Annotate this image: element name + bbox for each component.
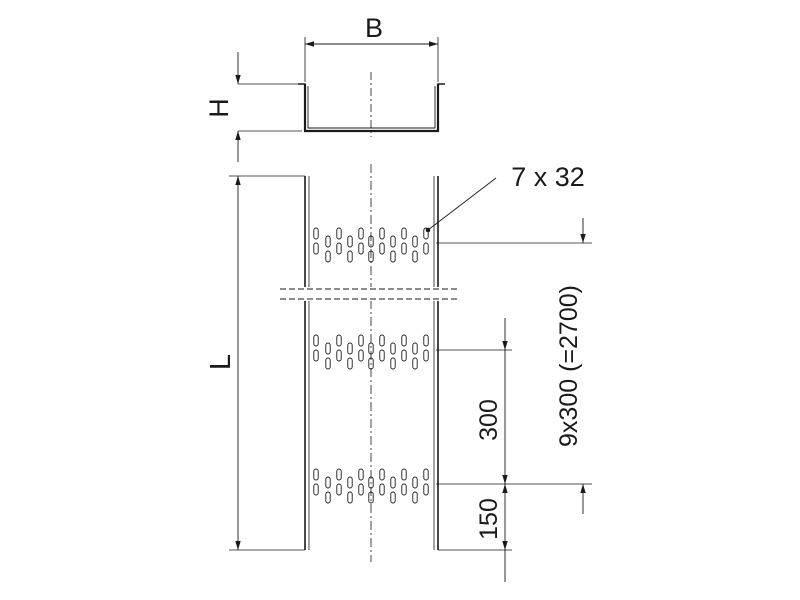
tray-profile bbox=[305, 84, 438, 131]
perforation-slot bbox=[348, 477, 352, 488]
perforation-slot bbox=[391, 251, 395, 262]
perforation-slot bbox=[337, 228, 341, 239]
perforation-slot bbox=[402, 350, 406, 361]
perforation-slot bbox=[402, 469, 406, 480]
perforation-slot bbox=[391, 358, 395, 369]
perforation-slot bbox=[337, 484, 341, 495]
break-lines bbox=[280, 287, 460, 301]
width-label: B bbox=[365, 13, 383, 43]
perforation-slot bbox=[380, 484, 384, 495]
pitch-total-dimension bbox=[436, 218, 592, 514]
perforation-slot bbox=[380, 243, 384, 254]
perforation-slot bbox=[413, 251, 417, 262]
plan-view bbox=[305, 164, 438, 562]
perforation-row bbox=[314, 335, 428, 369]
perforation-slot bbox=[359, 335, 363, 346]
width-dimension bbox=[305, 37, 438, 82]
perforation-slot bbox=[391, 236, 395, 247]
perforation-slot bbox=[380, 350, 384, 361]
tray-profile-inner bbox=[308, 86, 435, 128]
perforation-slot bbox=[413, 343, 417, 354]
perforation-slot bbox=[314, 335, 318, 346]
perforation-slot bbox=[326, 477, 330, 488]
perforation-leader bbox=[425, 178, 496, 233]
perforation-slot bbox=[413, 358, 417, 369]
perforation-slot bbox=[359, 350, 363, 361]
perforation-slot bbox=[369, 251, 373, 262]
perforation-slot bbox=[326, 343, 330, 354]
perforation-slot bbox=[424, 484, 428, 495]
height-label: H bbox=[204, 98, 234, 118]
perforation-slot bbox=[402, 335, 406, 346]
perforation-slot bbox=[314, 243, 318, 254]
pitch-total-label: 9x300 (=2700) bbox=[555, 285, 583, 447]
perforation-slot bbox=[380, 469, 384, 480]
perforation-slot bbox=[348, 251, 352, 262]
perforation-slot bbox=[424, 469, 428, 480]
perforation-rows bbox=[314, 228, 428, 503]
perforation-slot bbox=[391, 343, 395, 354]
height-dimension bbox=[235, 52, 302, 162]
perforation-slot bbox=[326, 236, 330, 247]
pitch-dimension bbox=[436, 318, 512, 484]
perforation-slot bbox=[348, 343, 352, 354]
perforation-slot bbox=[369, 343, 373, 354]
perforation-slot bbox=[314, 484, 318, 495]
perforation-slot bbox=[391, 492, 395, 503]
perforation-slot bbox=[391, 477, 395, 488]
perforation-slot bbox=[402, 484, 406, 495]
perforation-slot bbox=[359, 484, 363, 495]
perforation-slot bbox=[359, 469, 363, 480]
perforation-slot bbox=[424, 350, 428, 361]
pitch-label: 300 bbox=[475, 399, 503, 441]
perforation-row bbox=[314, 469, 428, 503]
perforation-slot bbox=[369, 477, 373, 488]
perforation-slot bbox=[337, 350, 341, 361]
perforation-slot bbox=[326, 358, 330, 369]
perforation-slot bbox=[424, 243, 428, 254]
perforation-slot bbox=[380, 228, 384, 239]
perforation-slot bbox=[369, 492, 373, 503]
perforation-slot bbox=[326, 492, 330, 503]
length-label: L bbox=[205, 354, 237, 370]
perforation-slot bbox=[337, 243, 341, 254]
left-lip bbox=[298, 84, 305, 92]
perforation-slot bbox=[402, 228, 406, 239]
perforation-slot bbox=[314, 469, 318, 480]
perforation-slot bbox=[413, 492, 417, 503]
perforation-slot bbox=[369, 358, 373, 369]
perforation-slot bbox=[369, 236, 373, 247]
perforation-slot bbox=[326, 251, 330, 262]
right-lip bbox=[438, 84, 445, 92]
perforation-slot bbox=[424, 335, 428, 346]
offset-dimension bbox=[438, 484, 512, 582]
perforation-row bbox=[314, 228, 428, 262]
perforation-slot bbox=[337, 335, 341, 346]
perforation-slot bbox=[413, 236, 417, 247]
perforation-slot bbox=[337, 469, 341, 480]
length-dimension bbox=[229, 176, 305, 550]
perforation-label: 7 x 32 bbox=[511, 162, 585, 192]
perforation-slot bbox=[314, 350, 318, 361]
perforation-slot bbox=[424, 228, 428, 239]
perforation-slot bbox=[348, 492, 352, 503]
perforation-slot bbox=[348, 236, 352, 247]
perforation-slot bbox=[380, 335, 384, 346]
offset-label: 150 bbox=[475, 498, 503, 540]
cross-section bbox=[298, 72, 445, 137]
perforation-slot bbox=[359, 228, 363, 239]
perforation-slot bbox=[348, 358, 352, 369]
perforation-slot bbox=[413, 477, 417, 488]
perforation-slot bbox=[314, 228, 318, 239]
perforation-slot bbox=[402, 243, 406, 254]
perforation-slot bbox=[359, 243, 363, 254]
